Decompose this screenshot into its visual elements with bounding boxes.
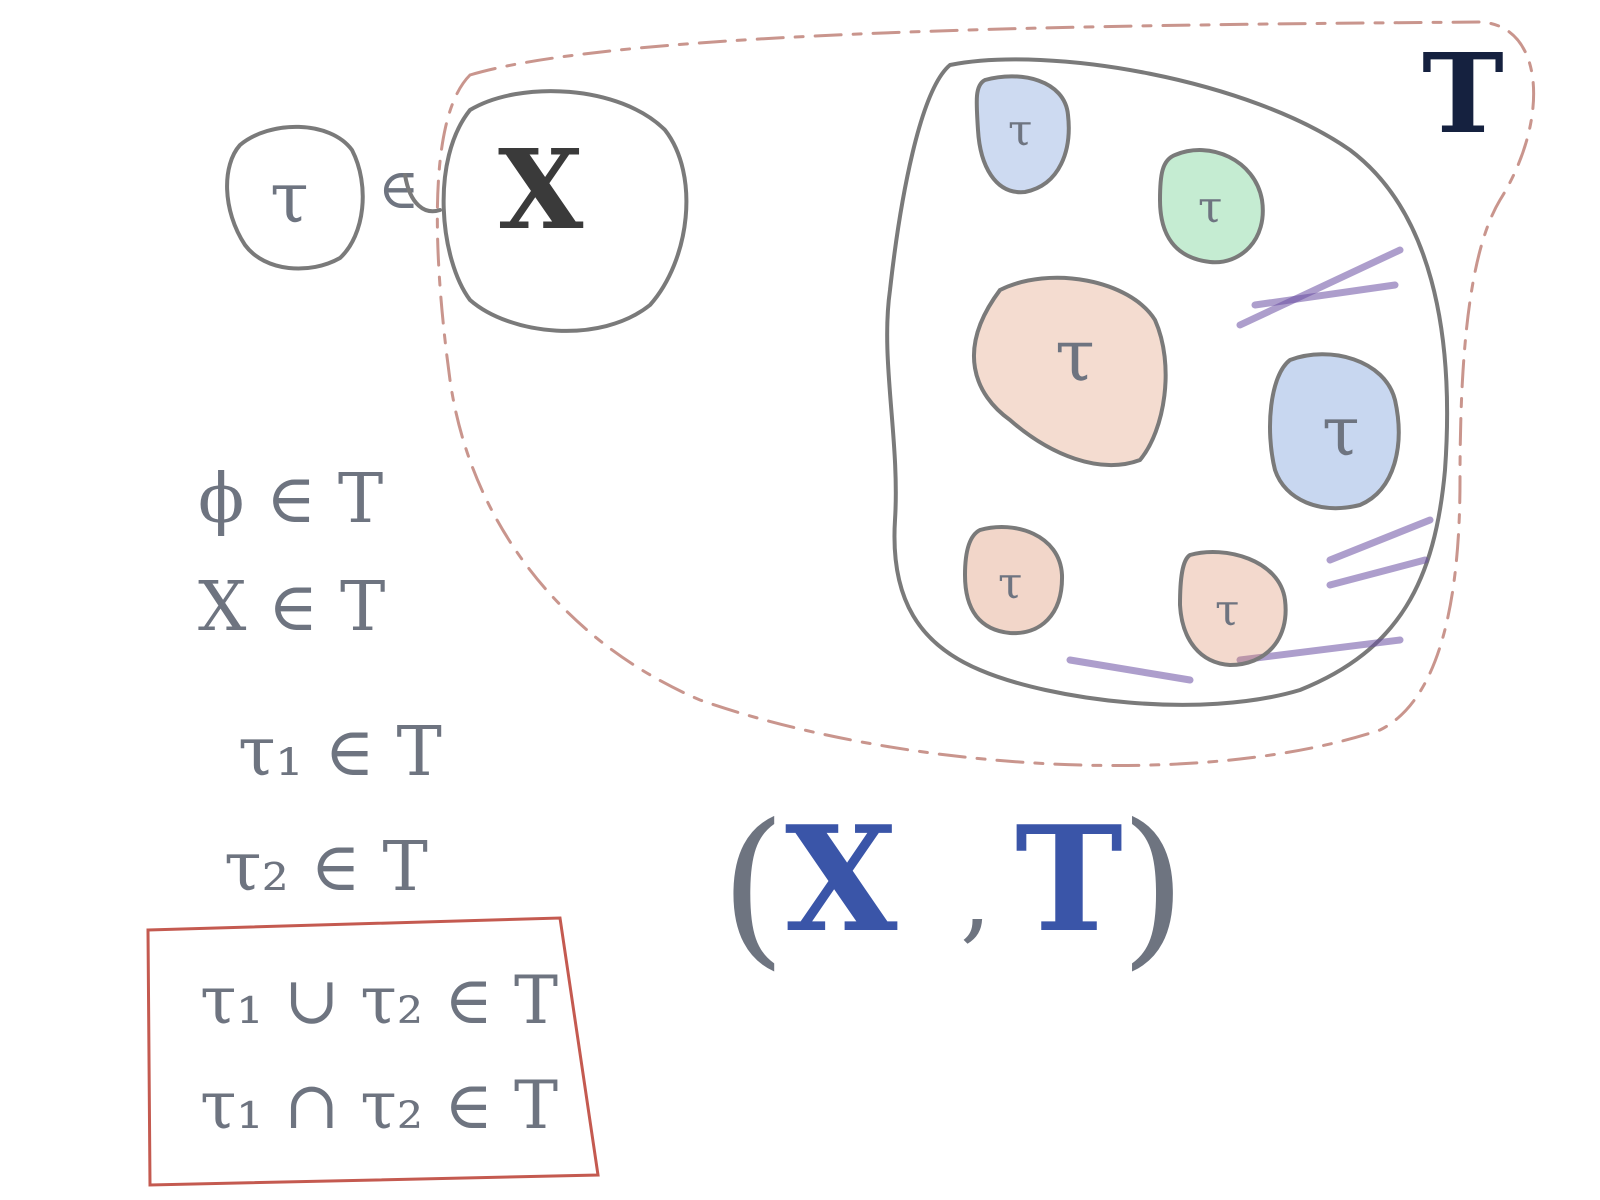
- connector-curve: [403, 173, 442, 214]
- axiom-union: τ₁ ∪ τ₂ ∈ T: [200, 962, 558, 1039]
- member-open-set-6: τ: [1177, 550, 1288, 668]
- member-open-set-4: τ: [1268, 352, 1401, 511]
- closure-axioms-box: τ₁ ∪ τ₂ ∈ T τ₁ ∩ τ₂ ∈ T: [146, 916, 600, 1187]
- topology-collection: T: [885, 29, 1504, 707]
- svg-text:τ: τ: [998, 558, 1022, 609]
- pair-open-paren: (: [720, 788, 786, 986]
- member-open-set-5: τ: [962, 525, 1065, 636]
- axiom-intersection: τ₁ ∩ τ₂ ∈ T: [200, 1067, 558, 1144]
- pair-x: X: [785, 795, 898, 965]
- member-open-set-2: τ: [1157, 148, 1265, 265]
- axiom-whole-space: X ∈ T: [198, 568, 385, 647]
- axiom-tau1: τ₁ ∈ T: [238, 713, 442, 792]
- svg-text:τ: τ: [1198, 182, 1222, 233]
- svg-text:τ: τ: [1215, 585, 1239, 636]
- space-set-x-label: X: [498, 125, 584, 254]
- pair-close-paren: ): [1120, 788, 1186, 986]
- small-set-tau: τ: [270, 157, 309, 239]
- topological-space-pair: ( X , T ): [720, 788, 1186, 986]
- svg-text:τ: τ: [1322, 393, 1360, 472]
- axioms-list: ϕ ∈ T X ∈ T τ₁ ∈ T τ₂ ∈ T: [198, 460, 442, 907]
- topology-label: T: [1422, 29, 1504, 158]
- element-of-symbol: ∈: [378, 157, 419, 222]
- small-open-set: τ: [225, 124, 365, 271]
- axiom-empty-set: ϕ ∈ T: [198, 460, 383, 539]
- svg-text:τ: τ: [1008, 105, 1032, 156]
- svg-text:τ: τ: [1055, 313, 1095, 397]
- pair-comma: ,: [960, 837, 992, 954]
- member-open-set-1: τ: [974, 74, 1071, 195]
- axiom-tau2: τ₂ ∈ T: [224, 828, 428, 907]
- space-set-x: X: [441, 89, 689, 333]
- topology-hatching: [1066, 246, 1434, 684]
- topology-dashed-boundary: [435, 20, 1536, 768]
- pair-t: T: [1015, 795, 1123, 965]
- member-open-set-3: τ: [972, 275, 1168, 468]
